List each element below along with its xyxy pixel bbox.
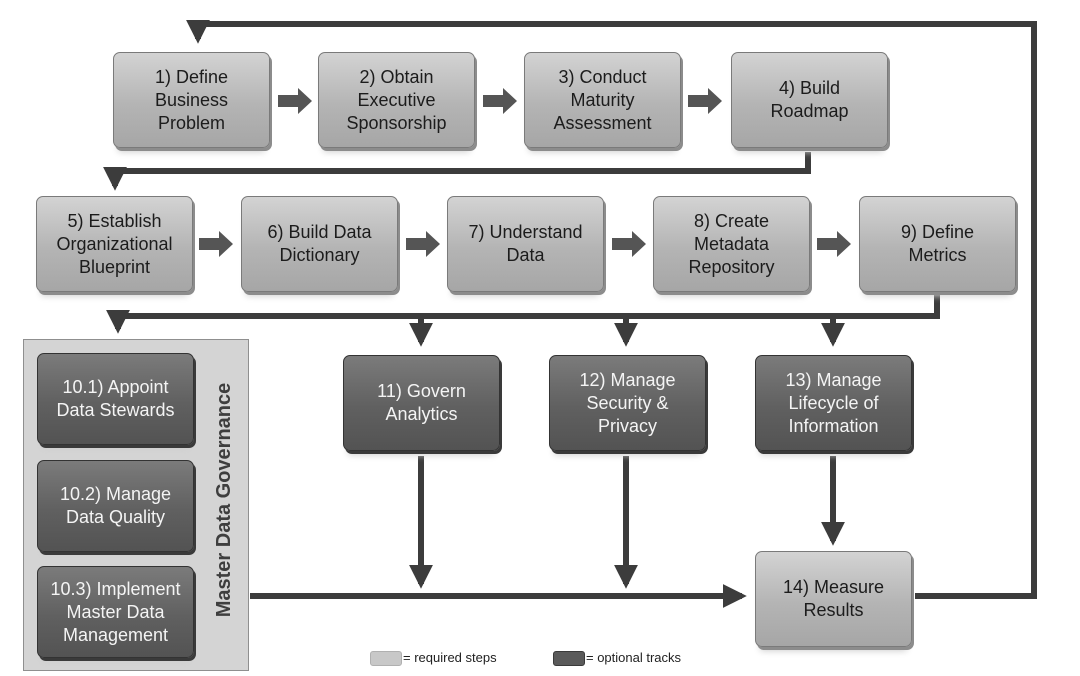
step-create-metadata-repository: 8) Create Metadata Repository xyxy=(653,196,810,292)
feedback-loop-connector xyxy=(186,19,1037,599)
step-implement-master-data-management: 10.3) Implement Master Data Management xyxy=(37,566,194,658)
step-define-metrics: 9) Define Metrics xyxy=(859,196,1016,292)
arrow-1-2 xyxy=(278,88,312,114)
arrow-8-9 xyxy=(817,231,851,257)
legend-optional-swatch xyxy=(553,651,585,666)
step-obtain-executive-sponsorship: 2) Obtain Executive Sponsorship xyxy=(318,52,475,148)
step-govern-analytics: 11) Govern Analytics xyxy=(343,355,500,451)
arrow-7-8 xyxy=(612,231,646,257)
row1-to-row2-connector xyxy=(103,152,811,191)
step-measure-results: 14) Measure Results xyxy=(755,551,912,647)
arrow-6-7 xyxy=(406,231,440,257)
step-build-data-dictionary: 6) Build Data Dictionary xyxy=(241,196,398,292)
row2-to-row3-connector xyxy=(106,295,940,334)
step-manage-lifecycle-of-information: 13) Manage Lifecycle of Information xyxy=(755,355,912,451)
step-conduct-maturity-assessment: 3) Conduct Maturity Assessment xyxy=(524,52,681,148)
arrow-5-6 xyxy=(199,231,233,257)
step-manage-security-privacy: 12) Manage Security & Privacy xyxy=(549,355,706,451)
step-build-roadmap: 4) Build Roadmap xyxy=(731,52,888,148)
arrow-2-3 xyxy=(483,88,517,114)
legend-required-swatch xyxy=(370,651,402,666)
legend-optional-label: = optional tracks xyxy=(586,650,682,665)
master-data-governance-label: Master Data Governance xyxy=(213,382,235,618)
step-define-business-problem: 1) Define Business Problem xyxy=(113,52,270,148)
arrow-3-4 xyxy=(688,88,722,114)
legend-required-label: = required steps xyxy=(403,650,497,665)
step-appoint-data-stewards: 10.1) Appoint Data Stewards xyxy=(37,353,194,445)
step-establish-organizational-blueprint: 5) Establish Organizational Blueprint xyxy=(36,196,193,292)
step-understand-data: 7) Understand Data xyxy=(447,196,604,292)
step-manage-data-quality: 10.2) Manage Data Quality xyxy=(37,460,194,552)
